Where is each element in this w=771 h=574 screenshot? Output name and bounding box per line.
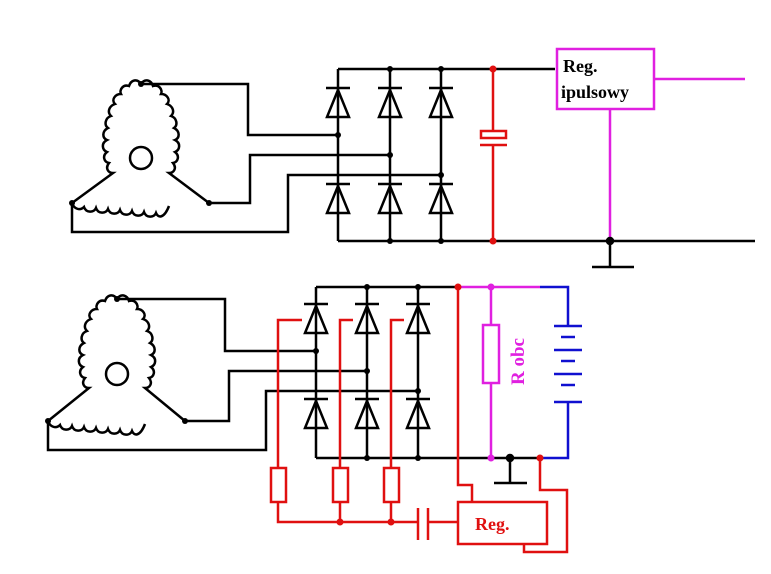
bottom-circuit: R obc [45,283,582,554]
top-phase-leads [70,82,441,234]
load-resistor: R obc [458,283,540,462]
bottom-stator-winding [46,294,186,436]
pulse-regulator-label-line2: ipulsowy [561,82,629,102]
excitation-network [269,287,569,554]
battery [540,285,582,460]
top-ground-symbol [592,236,634,269]
load-resistor-label: R obc [508,338,529,385]
top-rectifier-bridge [324,66,755,244]
bottom-ground-symbol [494,453,527,485]
top-stator-nodes [69,81,212,206]
pulse-regulator-label-line1: Reg. [563,56,598,76]
top-capacitor [479,69,508,241]
bottom-regulator-label: Reg. [475,514,510,534]
top-circuit: Reg. ipulsowy [69,47,755,269]
bottom-rectifier-bridge [302,284,540,461]
top-pulse-regulator: Reg. ipulsowy [555,47,745,241]
top-stator-winding [70,79,210,218]
